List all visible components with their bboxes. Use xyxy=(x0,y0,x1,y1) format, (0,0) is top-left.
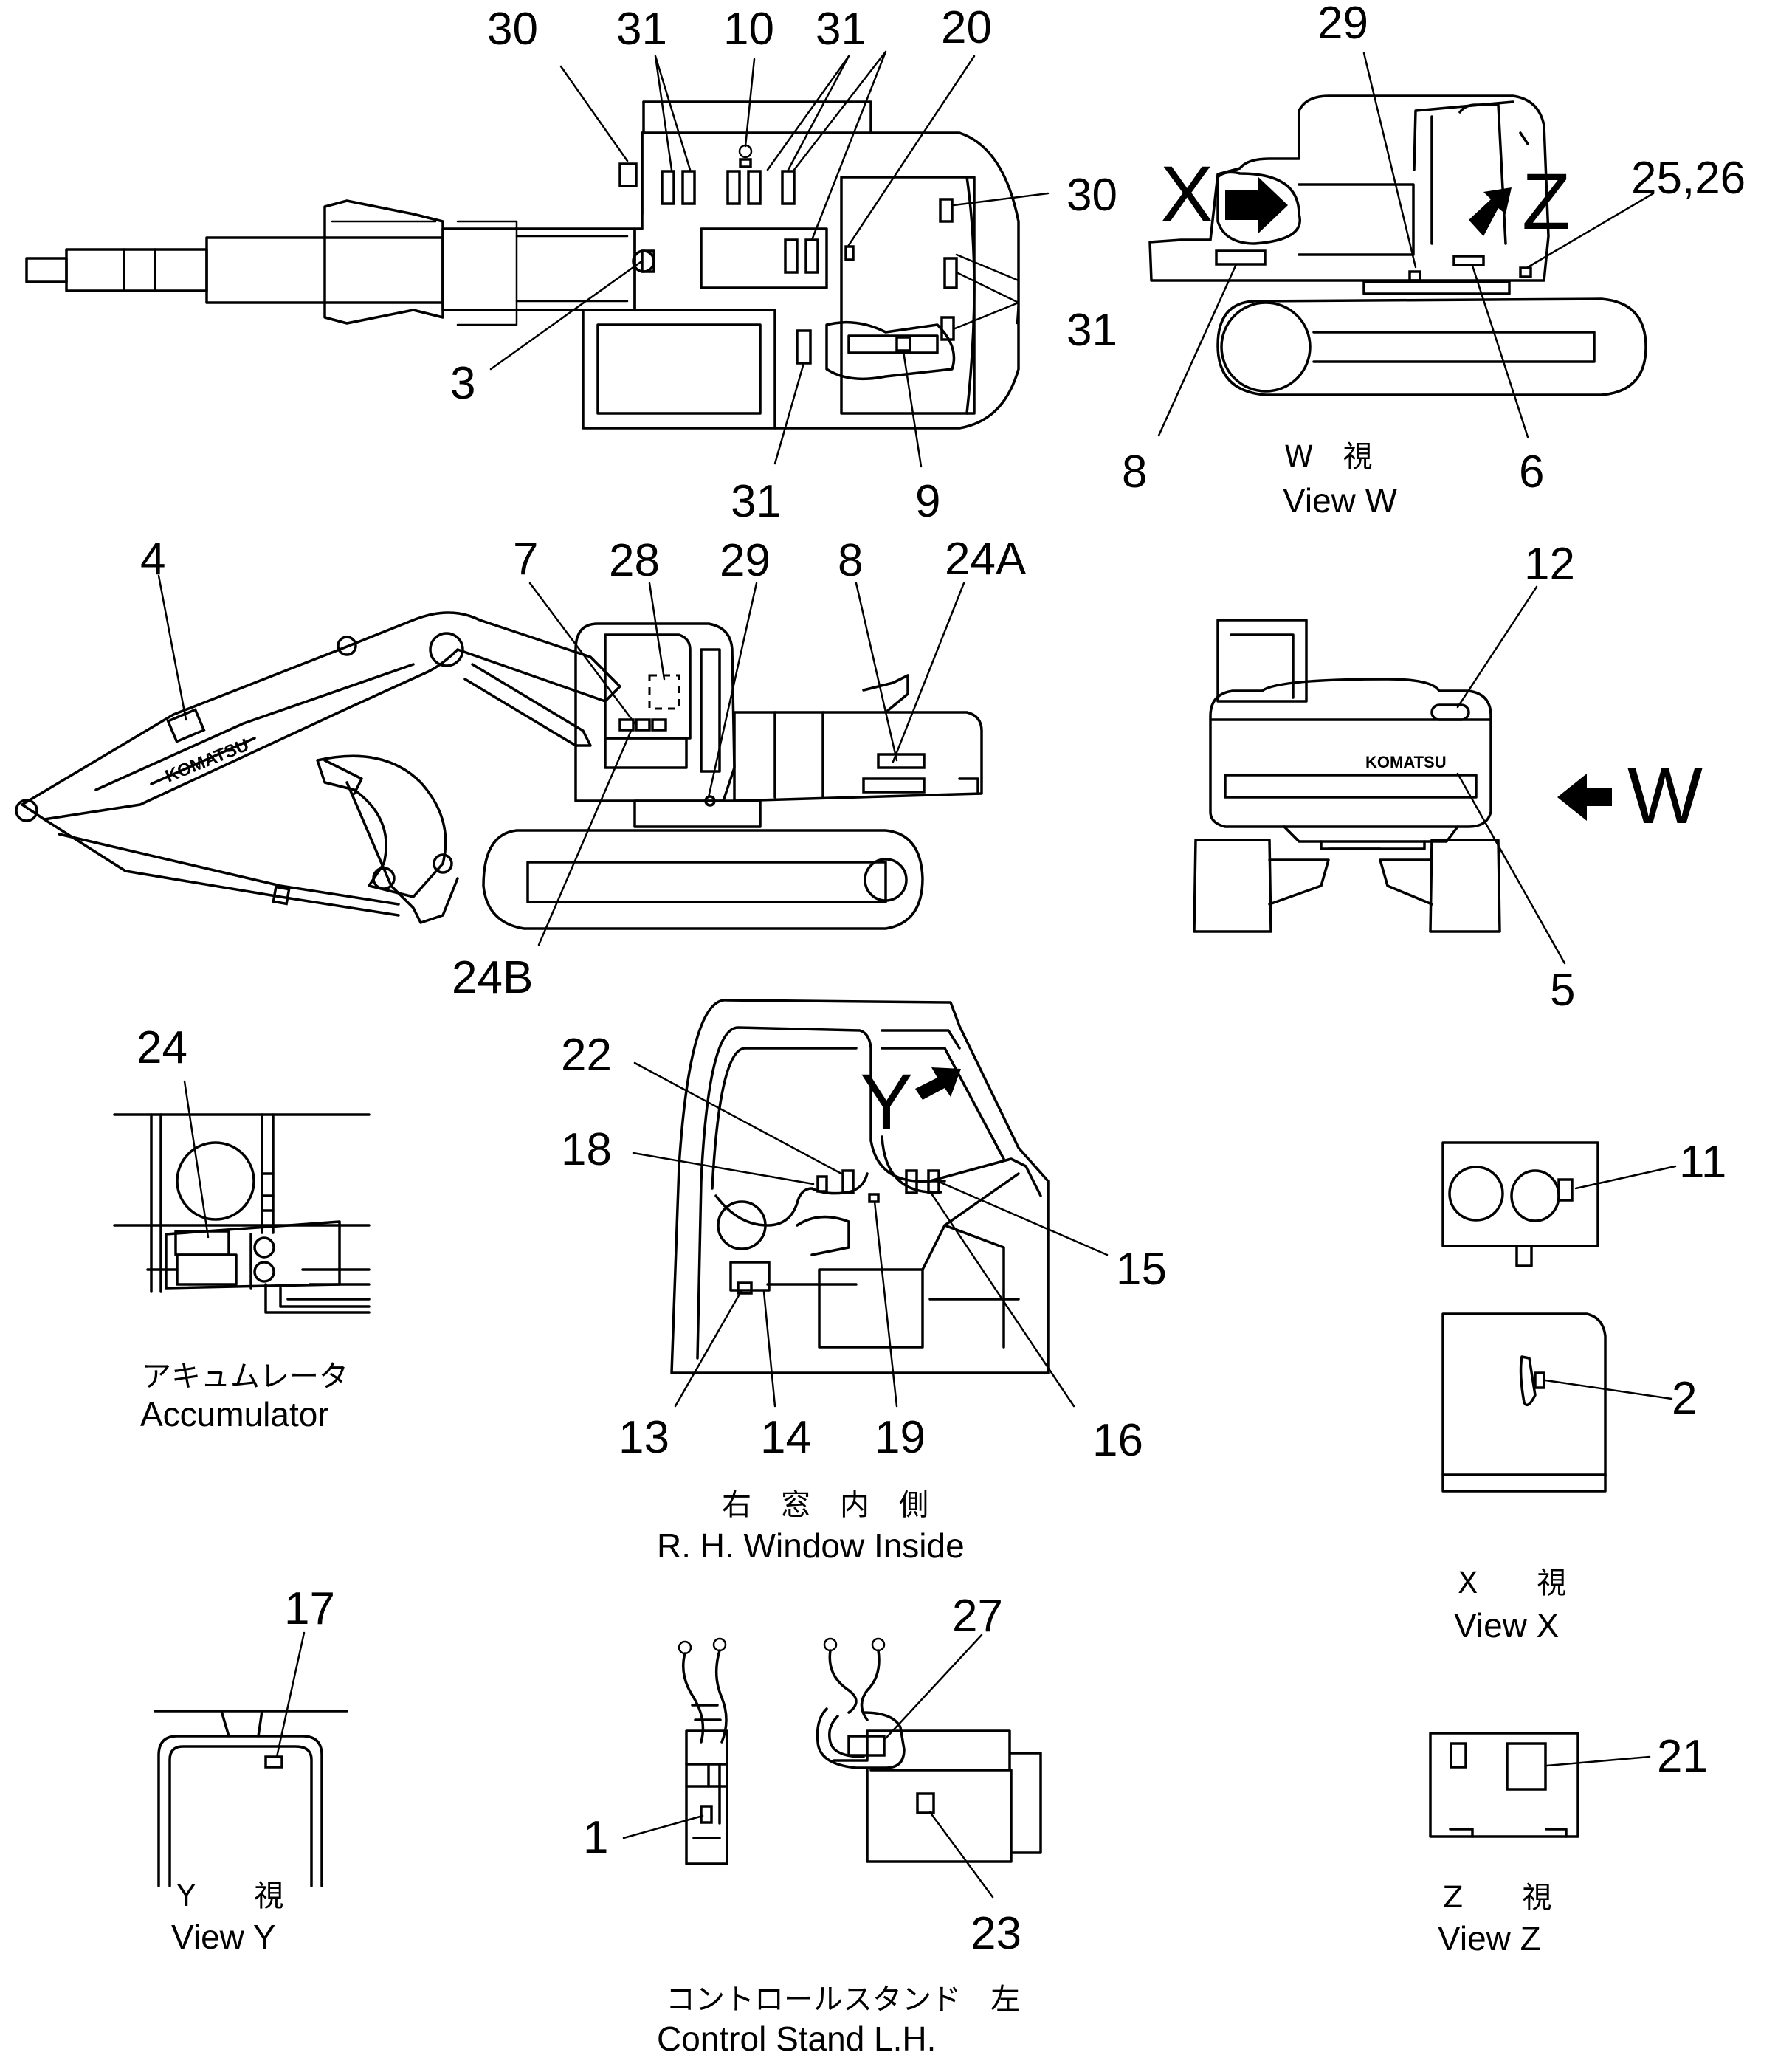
callout-14: 14 xyxy=(760,1412,811,1463)
window-caption-jp: 右 窓 内 側 xyxy=(722,1488,928,1522)
side-view-drawing xyxy=(15,574,983,946)
rear-brand-label: KOMATSU xyxy=(1365,753,1447,771)
window-inside-view: Y 22 18 15 13 14 19 16 右 窓 内 側 R. H. Win… xyxy=(561,999,1167,1565)
callout-2: 2 xyxy=(1672,1373,1697,1424)
window-callouts: 22 18 15 13 14 19 16 xyxy=(561,1030,1167,1466)
view-x-caption-en: View X xyxy=(1454,1606,1559,1645)
callout-13: 13 xyxy=(618,1412,669,1463)
top-view: 30 31 10 31 20 30 31 3 31 9 xyxy=(25,2,1117,527)
accumulator-caption-jp: アキュムレータ xyxy=(142,1360,348,1394)
callout-15: 15 xyxy=(1116,1244,1167,1295)
callout-7: 7 xyxy=(513,534,538,585)
callout-18: 18 xyxy=(561,1124,612,1175)
view-w-drawing xyxy=(1148,52,1655,438)
callout-31: 31 xyxy=(616,4,667,55)
top-view-callouts: 30 31 10 31 20 30 31 3 31 9 xyxy=(450,2,1117,527)
callout-28: 28 xyxy=(609,535,660,586)
callout-8: 8 xyxy=(1122,447,1147,498)
callout-21: 21 xyxy=(1657,1731,1708,1782)
callout-24: 24 xyxy=(137,1022,187,1073)
callout-22: 22 xyxy=(561,1030,612,1081)
control-stand-caption-jp: コントロールスタンド 左 xyxy=(666,1983,1020,2017)
view-y-arrow-label: Y xyxy=(860,1057,913,1146)
callout-8: 8 xyxy=(838,535,863,586)
callout-31: 31 xyxy=(1066,305,1117,356)
callout-24b: 24B xyxy=(452,952,533,1003)
view-y-caption-jp: Y 視 xyxy=(176,1879,283,1913)
view-w-caption-en: View W xyxy=(1283,481,1398,520)
callout-16: 16 xyxy=(1092,1415,1143,1466)
control-stand-drawing xyxy=(622,1634,1042,1899)
callout-17: 17 xyxy=(284,1583,335,1634)
accumulator-view: 24 アキュムレータ Accumulator xyxy=(113,1022,371,1433)
view-y-caption-en: View Y xyxy=(171,1918,276,1956)
callout-31: 31 xyxy=(731,476,782,527)
callout-1: 1 xyxy=(583,1812,608,1863)
view-z-arrow-label: Z xyxy=(1522,156,1571,246)
view-z-caption-jp: Z 視 xyxy=(1443,1881,1551,1915)
view-w-callouts: 29 25,26 8 6 X Z W 視 View W xyxy=(1122,0,1746,520)
callout-25-26: 25,26 xyxy=(1631,153,1746,204)
rear-view: KOMATSU 12 5 W xyxy=(1193,539,1703,1016)
rear-view-drawing xyxy=(1193,585,1612,965)
callout-11: 11 xyxy=(1679,1137,1726,1188)
callout-12: 12 xyxy=(1524,539,1575,590)
callout-23: 23 xyxy=(971,1908,1021,1959)
callout-30: 30 xyxy=(487,4,538,55)
side-view-callouts: 4 7 28 29 8 24A 24B xyxy=(140,534,1027,1003)
view-w-caption-jp: W 視 xyxy=(1284,440,1373,474)
callout-20: 20 xyxy=(941,2,992,53)
view-x-caption-jp: X 視 xyxy=(1458,1566,1566,1600)
callout-29: 29 xyxy=(720,535,771,586)
callout-4: 4 xyxy=(140,534,165,585)
view-y: 17 Y 視 View Y xyxy=(154,1583,348,1956)
callout-9: 9 xyxy=(915,476,940,527)
view-w-arrow-label: W xyxy=(1627,751,1703,840)
rear-view-callouts: 12 5 W xyxy=(1524,539,1703,1016)
callout-27: 27 xyxy=(952,1591,1003,1642)
control-stand-caption-en: Control Stand L.H. xyxy=(657,2020,936,2055)
view-x-arrow-label: X xyxy=(1160,149,1213,238)
view-x: 11 2 X 視 View X xyxy=(1441,1137,1726,1645)
callout-24a: 24A xyxy=(945,534,1027,585)
view-z-caption-en: View Z xyxy=(1438,1919,1541,1958)
view-x-drawing xyxy=(1441,1141,1677,1493)
view-z: 21 Z 視 View Z xyxy=(1429,1731,1708,1958)
accumulator-drawing xyxy=(113,1080,371,1314)
control-stand-view: 27 1 23 コントロールスタンド 左 Control Stand L.H. xyxy=(583,1591,1042,2055)
top-view-drawing xyxy=(25,50,1050,468)
callout-10: 10 xyxy=(723,4,774,55)
callout-5: 5 xyxy=(1550,965,1575,1016)
callout-3: 3 xyxy=(450,358,475,409)
view-w: 29 25,26 8 6 X Z W 視 View W xyxy=(1122,0,1746,520)
callout-30: 30 xyxy=(1066,170,1117,221)
view-z-drawing xyxy=(1429,1732,1651,1838)
callout-31: 31 xyxy=(816,4,866,55)
callout-6: 6 xyxy=(1519,447,1544,498)
window-caption-en: R. H. Window Inside xyxy=(657,1526,965,1565)
view-y-drawing xyxy=(154,1631,348,1887)
accumulator-caption-en: Accumulator xyxy=(140,1395,329,1433)
side-view: KOMATSU 4 7 28 29 8 24A 24B xyxy=(15,534,1027,1003)
callout-19: 19 xyxy=(875,1412,926,1463)
window-inside-drawing xyxy=(632,999,1109,1408)
callout-29: 29 xyxy=(1317,0,1368,49)
